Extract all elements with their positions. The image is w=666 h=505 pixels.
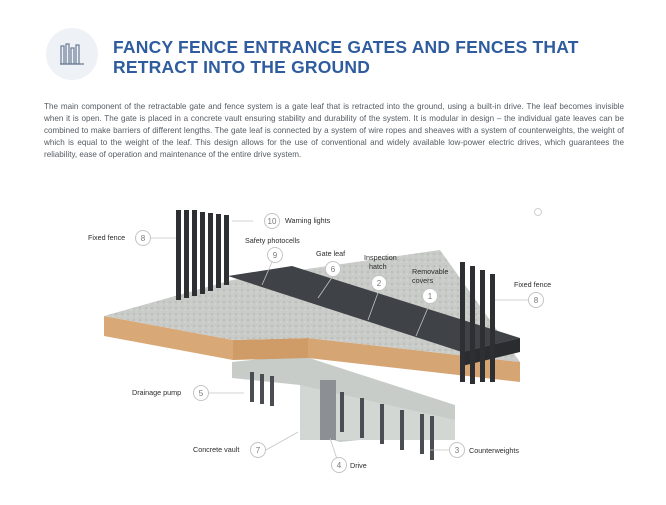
- page-title: FANCY FENCE ENTRANCE GATES AND FENCES TH…: [113, 37, 633, 77]
- callout-warning-lights: 10 Warning lights: [264, 213, 331, 229]
- callout-fixed-fence-right: Fixed fence 8: [514, 280, 551, 308]
- callout-label-line-1: Removable: [412, 267, 448, 276]
- callout-label: Warning lights: [285, 216, 331, 225]
- callout-label: Gate leaf: [316, 249, 345, 258]
- gate-diagram: 10 Warning lights 8 Fixed fence Safety p…: [0, 190, 666, 500]
- callout-number: 8: [141, 234, 146, 243]
- callout-number: 8: [534, 296, 539, 305]
- callout-counterweights: 3 Counterweights: [449, 442, 519, 458]
- gate-fence-icon: [60, 43, 84, 65]
- title-line-2: RETRACT INTO THE GROUND: [113, 57, 371, 77]
- callout-inspection-hatch: Inspection hatch 2: [364, 253, 397, 291]
- callout-drive: 4 Drive: [331, 457, 367, 473]
- description-paragraph: The main component of the retractable ga…: [44, 102, 624, 159]
- callout-label: Counterweights: [469, 446, 519, 455]
- callout-gate-leaf: Gate leaf 6: [316, 249, 345, 277]
- callout-number: 9: [273, 251, 278, 260]
- callout-label: Fixed fence: [88, 233, 125, 242]
- callout-number: 7: [256, 446, 261, 455]
- callout-number: 6: [331, 265, 336, 274]
- gate-cover-shape: [228, 266, 520, 352]
- callout-drainage-pump: Drainage pump 5: [132, 385, 209, 401]
- fixed-fence-right: [460, 262, 495, 384]
- callout-concrete-vault: Concrete vault 7: [193, 442, 266, 458]
- gate-leaf-bars: [250, 372, 434, 460]
- drive-column: [320, 380, 336, 440]
- callout-removable-covers: Removable covers 1: [412, 267, 448, 304]
- title-line-1: FANCY FENCE ENTRANCE GATES AND FENCES TH…: [113, 37, 579, 57]
- callout-label: Fixed fence: [514, 280, 551, 289]
- callout-number: 3: [455, 446, 460, 455]
- callout-label-line-2: hatch: [369, 262, 387, 271]
- callout-label: Drive: [350, 461, 367, 470]
- diagram-illustration: 10 Warning lights 8 Fixed fence Safety p…: [88, 208, 551, 473]
- callout-number: 5: [199, 389, 204, 398]
- callout-label-line-1: Inspection: [364, 253, 397, 262]
- callout-label: Concrete vault: [193, 445, 239, 454]
- slab-edge-left: [104, 316, 233, 360]
- callout-fixed-fence-left: 8 Fixed fence: [88, 230, 151, 246]
- callout-number: 2: [377, 279, 382, 288]
- callout-label: Safety photocells: [245, 236, 300, 245]
- callout-safety-photocells: Safety photocells 9: [245, 236, 300, 263]
- decorative-ring: [534, 208, 542, 216]
- callout-number: 1: [428, 292, 433, 301]
- fixed-fence-left: [176, 210, 229, 300]
- callout-number: 4: [337, 461, 342, 470]
- callout-label-line-2: covers: [412, 276, 434, 285]
- logo-badge: [46, 28, 98, 80]
- callout-number: 10: [268, 217, 277, 226]
- callout-label: Drainage pump: [132, 388, 181, 397]
